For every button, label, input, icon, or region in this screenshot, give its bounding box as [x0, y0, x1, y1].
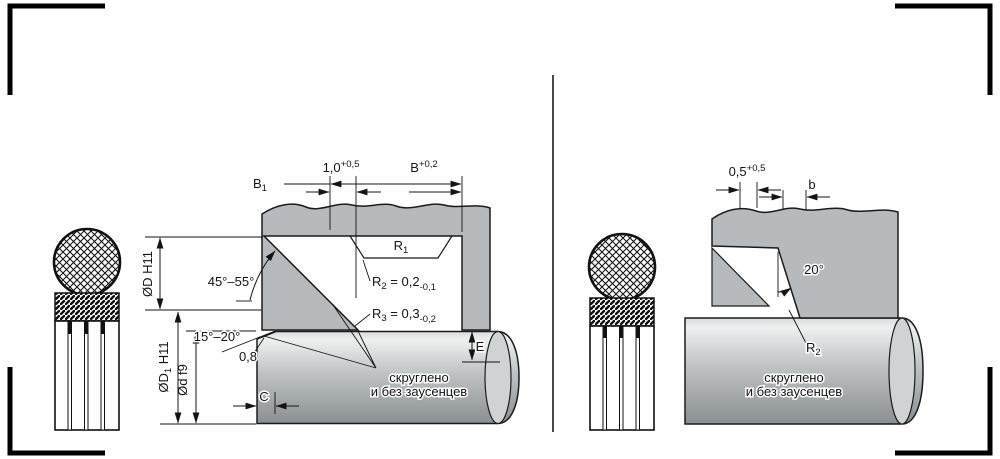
angle-arc-45	[249, 250, 276, 301]
left-leader-lines	[253, 259, 377, 369]
seal-leg-slots	[67, 320, 105, 431]
shaft-body	[256, 330, 520, 425]
dim-edge-width: 0,5+0,5	[729, 163, 766, 179]
note-rounded-line1: скруглено	[764, 370, 823, 385]
left-diagram: 1,0+0,5 B+0,2 B1 45°–55° R1 R2 = 0,2-0,1…	[52, 159, 520, 431]
note-rounded-line2: и без заусенцев	[371, 384, 468, 399]
label-radius-r2: R2	[806, 340, 821, 358]
left-seal-profile	[52, 227, 122, 431]
seal-oring-crosshatch	[589, 234, 655, 300]
crop-mark-bottom-right	[895, 367, 993, 456]
seal-oring-crosshatch	[54, 229, 120, 295]
label-roughness: 0,8	[239, 349, 257, 364]
seal-leg-slots	[602, 325, 640, 431]
dim-groove-land: 1,0+0,5	[323, 159, 360, 175]
dim-groove-width: B+0,2	[410, 159, 437, 175]
crop-mark-top-right	[895, 3, 993, 95]
crop-mark-bottom-left	[7, 367, 105, 456]
label-radius-r1: R1	[394, 238, 409, 256]
dim-groove-width-total: B1	[253, 176, 267, 194]
dim-groove-width-b: b	[808, 177, 815, 192]
right-shaft	[684, 317, 924, 425]
angle-arc-20	[777, 287, 792, 297]
right-housing	[711, 207, 899, 319]
left-housing	[261, 203, 491, 331]
dim-bore-diameter: ØD1 H11	[156, 341, 174, 392]
left-dimension-lines	[156, 180, 476, 424]
label-radius-r3: R3 = 0,3-0,2	[372, 306, 436, 325]
dim-shaft-lead-angle: 15°–20°	[194, 329, 241, 344]
seal-body-hatch	[55, 293, 119, 321]
dim-shaft-diameter: Ød f9	[175, 364, 190, 396]
extension-lines	[739, 182, 807, 297]
housing-section	[711, 207, 899, 319]
shaft-end-cap	[888, 317, 916, 425]
housing-cone-wedge	[711, 246, 771, 307]
shaft-end-cap	[484, 330, 512, 425]
crop-mark-top-left	[7, 3, 105, 95]
right-leader-lines	[788, 309, 807, 344]
housing-section	[261, 203, 491, 331]
seal-body-hatch	[590, 298, 654, 326]
dim-groove-angle: 45°–55°	[208, 274, 255, 289]
right-seal-profile	[587, 232, 657, 431]
dim-chamfer-length: C	[259, 389, 268, 404]
right-diagram: 0,5+0,5 b 20° R2 скруглено и без заусенц…	[587, 163, 924, 431]
dim-cone-angle: 20°	[804, 262, 824, 277]
dim-groove-diameter: ØD H11	[140, 251, 155, 297]
dim-depth-e: E	[476, 339, 485, 354]
label-radius-r2: R2 = 0,2-0,1	[372, 274, 436, 293]
groove-bottom-trapezoid	[349, 235, 453, 259]
note-rounded-line1: скруглено	[389, 370, 448, 385]
note-rounded-line2: и без заусенцев	[746, 384, 843, 399]
left-shaft	[256, 330, 520, 425]
crop-marks	[7, 3, 993, 456]
shaft-body	[684, 317, 924, 425]
right-dimension-lines	[716, 186, 830, 297]
extension-lines	[145, 176, 500, 425]
